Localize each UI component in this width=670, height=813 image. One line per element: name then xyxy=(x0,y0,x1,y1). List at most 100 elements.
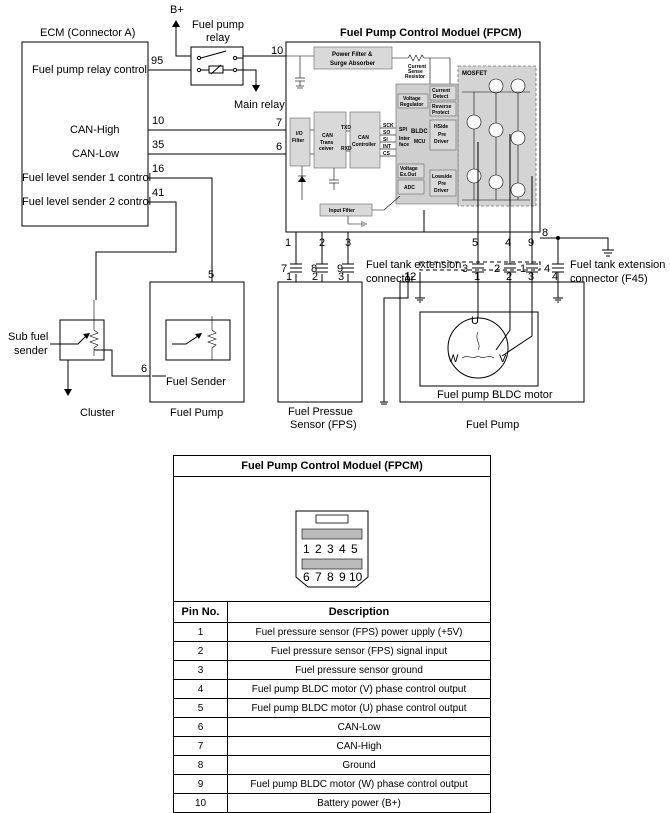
connector-icon xyxy=(472,263,564,273)
conn-pin-6: 6 xyxy=(303,570,310,584)
column-header-pin: Pin No. xyxy=(174,602,228,623)
pump-pin-4: 4 xyxy=(552,271,558,283)
input-filter-label: Input Filter xyxy=(329,208,355,214)
ext-left-pin-8: 8 xyxy=(311,263,317,275)
motor-box xyxy=(419,311,539,387)
fpcm-pin-6: 6 xyxy=(276,141,282,153)
fps-box xyxy=(277,281,363,403)
ext-connector-right: 3 2 1 4 Fuel tank extension connector (F… xyxy=(462,236,665,285)
description-cell: CAN-Low xyxy=(227,717,490,737)
pin-table: Fuel Pump Control Moduel (FPCM) 1 2 3 4 … xyxy=(173,455,491,813)
pin-cell: 2 xyxy=(174,641,228,661)
pin-5-label: 5 xyxy=(208,269,214,281)
io-filter-block xyxy=(289,117,311,167)
motor-u-label: U xyxy=(471,315,479,327)
diode-icon xyxy=(298,176,306,182)
can-controller-block xyxy=(349,111,381,169)
fpcm-pin-8: 8 xyxy=(542,227,548,239)
b-plus-label: B+ xyxy=(170,4,184,16)
main-relay-label: Main relay xyxy=(234,99,285,111)
sub-sender-label-1: Sub fuel xyxy=(8,331,48,343)
can-trans-label-3: ceiver xyxy=(319,146,334,152)
description-cell: Fuel pressure sensor ground xyxy=(227,660,490,680)
ext-right-label-1: Fuel tank extension xyxy=(570,259,665,271)
ext-right-pin-2: 2 xyxy=(494,263,500,275)
sck-label: SCK xyxy=(383,123,394,129)
description-cell: CAN-High xyxy=(227,736,490,756)
hside-label-1: HSide xyxy=(434,124,448,130)
current-sense-label-1: Current xyxy=(408,64,426,70)
fuel-pump-left: Fuel Sender Fuel Pump xyxy=(149,281,245,419)
current-detect-block xyxy=(429,85,457,101)
current-sense-label-3: Resistor xyxy=(405,74,425,80)
inter-label-1: Inter xyxy=(399,136,410,142)
cluster-label: Cluster xyxy=(80,407,115,419)
motor-v-label: V xyxy=(499,353,507,365)
ecm-label-can-low: CAN-Low xyxy=(72,148,119,160)
voltage-regulator-block xyxy=(397,93,429,109)
conn-pin-4: 4 xyxy=(339,542,346,556)
ext-right-pin-1: 1 xyxy=(520,263,526,275)
sub-sender-label-2: sender xyxy=(14,345,48,357)
pin-cell: 9 xyxy=(174,774,228,794)
surge-absorber-label: Surge Absorber xyxy=(330,61,376,67)
vext-label-2: Ex.Out xyxy=(400,172,416,178)
table-header-row: Pin No. Description xyxy=(174,602,490,623)
fuel-sender-box xyxy=(165,319,231,361)
wiring-diagram: ECM (Connector A) Fuel pump relay contro… xyxy=(8,4,665,431)
pin-table-title: Fuel Pump Control Moduel (FPCM) xyxy=(174,456,490,477)
ext-right-pin-3: 3 xyxy=(462,263,468,275)
sub-fuel-sender: Sub fuel sender Cluster 6 xyxy=(8,300,152,419)
current-sense-label-2: Sense xyxy=(408,69,423,75)
spi-label: SPI xyxy=(399,127,408,133)
conn-pin-1: 1 xyxy=(303,542,310,556)
ecm-pin-35: 35 xyxy=(152,139,164,151)
si-label: SI xyxy=(383,137,388,143)
ext-left-label-1: Fuel tank extension xyxy=(366,259,461,271)
cs-label: CS xyxy=(383,151,391,157)
conn-pin-2: 2 xyxy=(315,542,322,556)
bldc-label: BLDC xyxy=(411,129,428,135)
conn-pin-3: 3 xyxy=(327,542,334,556)
lowside-driver-block xyxy=(429,169,457,197)
ecm-pin-10: 10 xyxy=(152,115,164,127)
pin-cell: 7 xyxy=(174,736,228,756)
description-cell: Fuel pump BLDC motor (U) phase control o… xyxy=(227,698,490,718)
fpcm-bpin-4: 4 xyxy=(505,237,511,249)
fps-label-1: Fuel Pressue xyxy=(288,406,353,418)
pin-cell: 4 xyxy=(174,679,228,699)
cur-det-label-1: Current xyxy=(432,88,450,94)
description-cell: Fuel pressure sensor (FPS) signal input xyxy=(227,641,490,661)
pump-pin-2: 2 xyxy=(506,271,512,283)
rev-label-2: Protect xyxy=(432,110,450,116)
ext-left-pin-7: 7 xyxy=(281,263,287,275)
relay-label-1: Fuel pump xyxy=(192,19,244,31)
conn-pin-5: 5 xyxy=(351,542,358,556)
fpcm-bpin-9: 9 xyxy=(528,237,534,249)
mosfet-switches xyxy=(462,78,530,201)
pump-pin-1: 1 xyxy=(474,271,480,283)
pin-cell: 8 xyxy=(174,755,228,775)
description-cell: Battery power (B+) xyxy=(227,793,490,812)
adc-label: ADC xyxy=(404,185,415,191)
conn-pin-10: 10 xyxy=(349,570,363,584)
arrow-down-icon xyxy=(252,85,260,92)
reverse-protect-block xyxy=(429,101,457,117)
fpcm-pin-7: 7 xyxy=(276,117,282,129)
ecm-label-level-1: Fuel level sender 1 control xyxy=(22,172,151,184)
ecm-label-can-high: CAN-High xyxy=(70,124,120,136)
int-label: INT xyxy=(383,144,391,150)
fpcm-pin-10: 10 xyxy=(271,45,283,57)
ext-right-pin-4: 4 xyxy=(544,263,550,275)
adc-block xyxy=(397,179,425,195)
ext-left-bpin-2: 2 xyxy=(312,271,318,283)
fuel-pump-right-label: Fuel Pump xyxy=(466,419,519,431)
arrow-icon xyxy=(195,333,202,339)
pin-cell: 10 xyxy=(174,793,228,812)
description-cell: Fuel pressure sensor (FPS) power upply (… xyxy=(227,622,490,642)
